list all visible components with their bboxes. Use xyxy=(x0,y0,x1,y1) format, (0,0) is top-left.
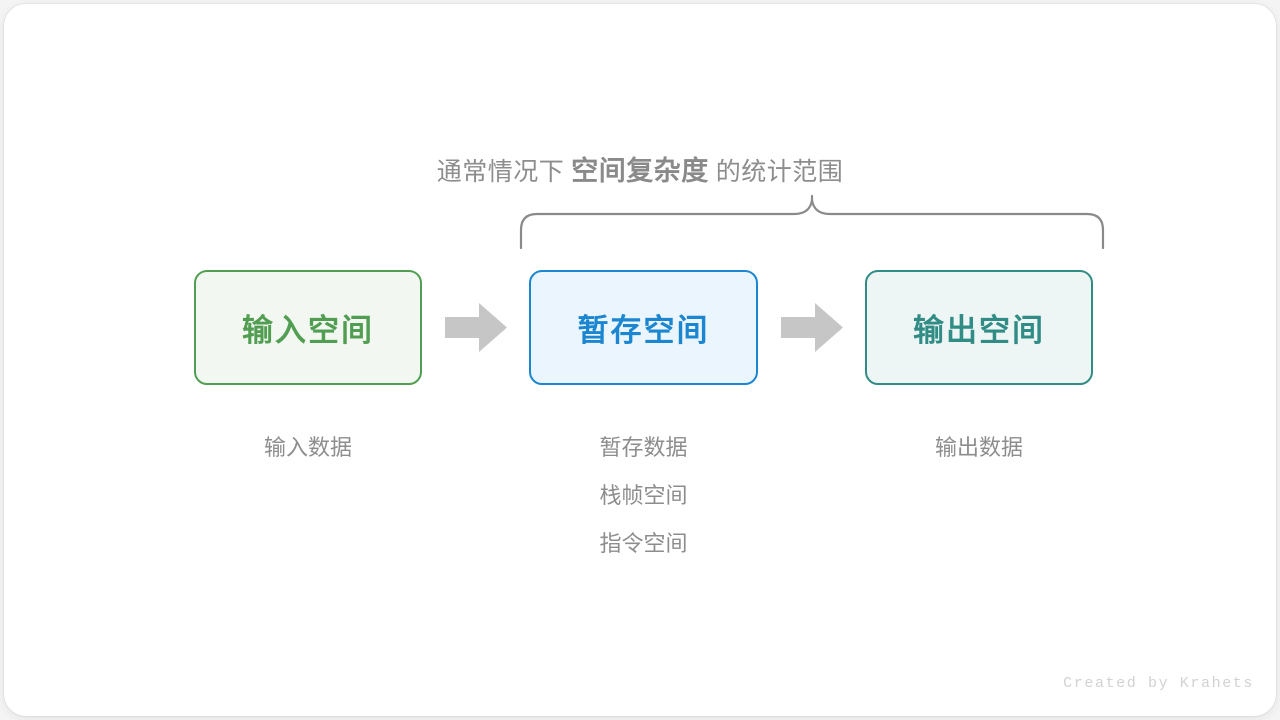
caption-emphasis: 空间复杂度 xyxy=(571,156,709,186)
box-temp-space[interactable]: 暂存空间 xyxy=(529,270,758,385)
list-item: 输入数据 xyxy=(263,435,352,460)
list-item: 栈帧空间 xyxy=(599,483,688,508)
box-input-space[interactable]: 输入空间 xyxy=(194,270,422,385)
curly-brace-icon xyxy=(519,194,1105,250)
labels-input-space: 输入数据 xyxy=(194,424,422,472)
caption-suffix: 的统计范围 xyxy=(715,158,844,186)
labels-temp-space: 暂存数据 栈帧空间 指令空间 xyxy=(529,424,758,568)
labels-output-space: 输出数据 xyxy=(865,424,1093,472)
box-input-space-label: 输入空间 xyxy=(242,313,374,348)
diagram-card: 通常情况下空间复杂度的统计范围 输入空间 暂存空间 输出空间 输入数据 暂存数据 xyxy=(4,4,1276,716)
list-item: 指令空间 xyxy=(599,531,688,556)
arrow-right-icon-1 xyxy=(445,303,507,352)
list-item: 暂存数据 xyxy=(599,435,688,460)
arrow-right-icon-2 xyxy=(781,303,843,352)
box-output-space[interactable]: 输出空间 xyxy=(865,270,1093,385)
box-output-space-label: 输出空间 xyxy=(913,313,1045,348)
list-item: 输出数据 xyxy=(934,435,1023,460)
box-temp-space-label: 暂存空间 xyxy=(577,313,710,348)
caption-prefix: 通常情况下 xyxy=(436,158,565,186)
page-title: 通常情况下空间复杂度的统计范围 xyxy=(4,152,1276,191)
credit-text: Created by Krahets xyxy=(1063,675,1254,692)
